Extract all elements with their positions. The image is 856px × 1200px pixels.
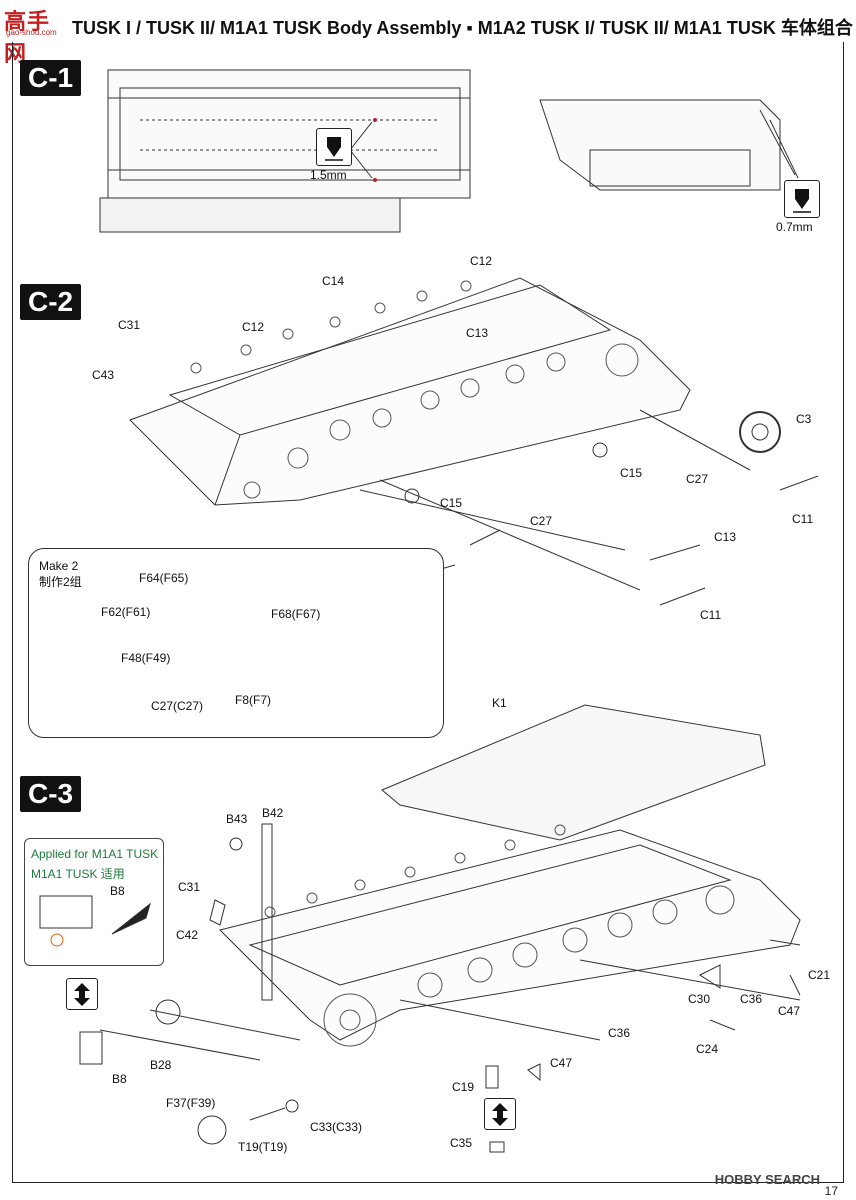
part-label-k1: K1 bbox=[492, 696, 507, 710]
part-label-t19: T19(T19) bbox=[238, 1140, 288, 1154]
part-label-f62: F62(F61) bbox=[101, 605, 151, 619]
drill-icon bbox=[316, 128, 352, 166]
part-label-c11: C11 bbox=[700, 608, 722, 622]
step-badge-c2: C-2 bbox=[20, 284, 82, 320]
turn-over-icon bbox=[66, 978, 98, 1010]
c1-hull-top-view bbox=[99, 69, 471, 233]
part-label-c21: C21 bbox=[808, 968, 831, 982]
part-label-c12: C12 bbox=[470, 254, 493, 268]
part-label-c33: C33(C33) bbox=[310, 1120, 363, 1134]
drill-size-right: 0.7mm bbox=[776, 220, 813, 234]
c1-hull-front-view bbox=[539, 99, 799, 191]
suspension-detail-inset: Make 2 制作2组 F64(F65) F62(F61) F68(F67) F… bbox=[28, 548, 444, 738]
part-label-b8: B8 bbox=[112, 1072, 127, 1086]
part-label-f48: F48(F49) bbox=[121, 651, 171, 665]
part-label-c24: C24 bbox=[696, 1042, 719, 1056]
part-label-c36: C36 bbox=[608, 1026, 631, 1040]
part-label-c30: C30 bbox=[688, 992, 711, 1006]
step-badge-c3: C-3 bbox=[20, 776, 82, 812]
part-label-b42: B42 bbox=[262, 806, 284, 820]
inset-make-cn: 制作2组 bbox=[39, 575, 82, 589]
part-label-c13: C13 bbox=[466, 326, 489, 340]
part-label-b8: B8 bbox=[110, 884, 125, 898]
part-label-f68: F68(F67) bbox=[271, 607, 321, 621]
part-label-c13: C13 bbox=[714, 530, 737, 544]
turn-over-icon bbox=[484, 1098, 516, 1130]
part-label-c27: C27 bbox=[686, 472, 709, 486]
applied-variant-box: Applied for M1A1 TUSK M1A1 TUSK 适用 bbox=[24, 838, 164, 966]
drill-icon bbox=[784, 180, 820, 218]
part-label-c31: C31 bbox=[178, 880, 201, 894]
part-label-c47: C47 bbox=[778, 1004, 801, 1018]
page-number: 17 bbox=[824, 1184, 838, 1198]
part-label-f37: F37(F39) bbox=[166, 1096, 216, 1110]
logo-subtext: gao-shou.com bbox=[6, 28, 57, 37]
part-label-c47: C47 bbox=[550, 1056, 573, 1070]
part-label-c27: C27 bbox=[530, 514, 553, 528]
part-label-c11: C11 bbox=[792, 512, 814, 526]
part-label-c15: C15 bbox=[440, 496, 463, 510]
part-label-c3: C3 bbox=[796, 412, 812, 426]
applied-box-drawing bbox=[39, 895, 151, 947]
part-label-c19: C19 bbox=[452, 1080, 475, 1094]
drill-size-left: 1.5mm bbox=[310, 168, 347, 182]
step-badge-c1: C-1 bbox=[20, 60, 82, 96]
inset-make-en: Make 2 bbox=[39, 559, 79, 573]
footer-brand: HOBBY SEARCH bbox=[714, 1172, 820, 1187]
part-label-c12: C12 bbox=[242, 320, 265, 334]
part-label-f64: F64(F65) bbox=[139, 571, 189, 585]
part-label-c15: C15 bbox=[620, 466, 643, 480]
part-label-c31: C31 bbox=[118, 318, 141, 332]
part-label-c35: C35 bbox=[450, 1136, 473, 1150]
instruction-frame bbox=[12, 42, 844, 1183]
page-title: TUSK I / TUSK II/ M1A1 TUSK Body Assembl… bbox=[72, 18, 853, 38]
part-label-c36: C36 bbox=[740, 992, 763, 1006]
part-label-b43: B43 bbox=[226, 812, 248, 826]
applied-note-cn: M1A1 TUSK 适用 bbox=[31, 867, 125, 881]
part-label-b28: B28 bbox=[150, 1058, 172, 1072]
applied-note-en: Applied for M1A1 TUSK bbox=[31, 847, 159, 861]
c3-hull bbox=[79, 704, 801, 1153]
part-label-c27: C27(C27) bbox=[151, 699, 204, 713]
part-label-c14: C14 bbox=[322, 274, 345, 288]
part-label-c42: C42 bbox=[176, 928, 199, 942]
part-label-f8: F8(F7) bbox=[235, 693, 271, 707]
part-label-c43: C43 bbox=[92, 368, 115, 382]
